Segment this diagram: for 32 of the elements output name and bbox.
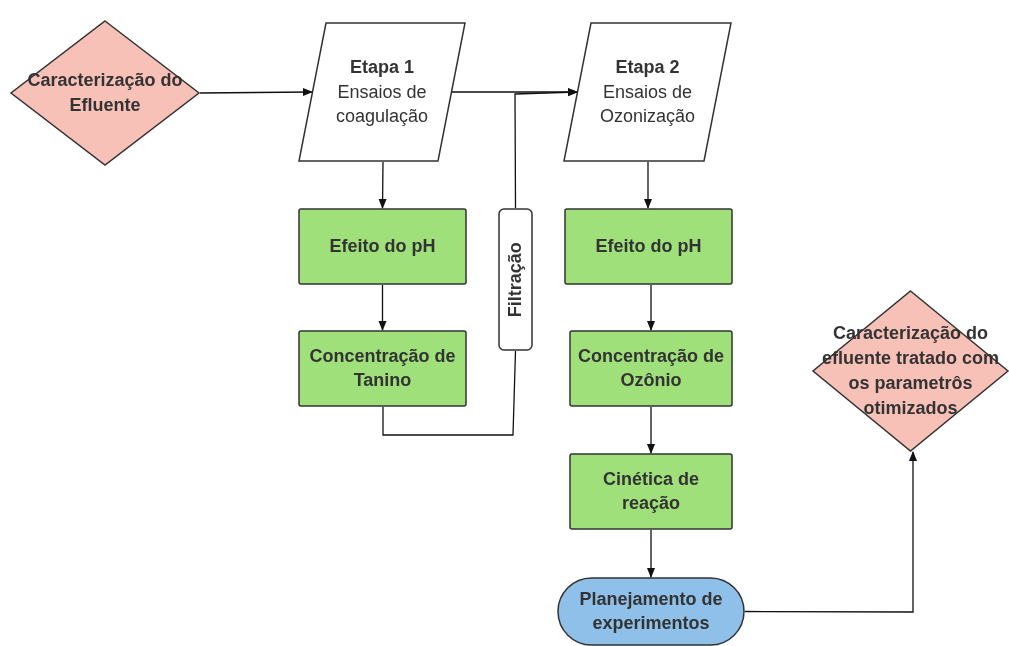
process-box: [298, 330, 467, 407]
process-box: [498, 208, 533, 351]
node-label: Planejamento de experimentos: [578, 588, 724, 635]
node-label: Ensaios de coagulação: [334, 81, 430, 128]
arrow: [199, 88, 313, 97]
arrow: [644, 161, 652, 209]
arrow: [378, 161, 387, 209]
arrow: [378, 284, 387, 331]
arrow: [514, 88, 578, 209]
node-label: Caracterização do Efluente: [26, 68, 184, 117]
node-label: Concentração de Ozônio: [576, 345, 725, 392]
node-label: Efeito do pH: [594, 234, 703, 258]
node-label: Cinética de reação: [602, 468, 700, 515]
node-label: Concentração de Tanino: [308, 345, 457, 392]
arrow: [744, 451, 917, 613]
process-box: [298, 208, 467, 285]
node-label: Filtração: [503, 242, 526, 317]
arrow: [647, 529, 655, 578]
parallelogram-box: [563, 22, 732, 162]
decision-diamond: [812, 290, 1009, 452]
parallelogram-box: [298, 22, 466, 162]
node-label: Efeito do pH: [328, 234, 437, 258]
decision-diamond: [10, 20, 200, 166]
arrow: [647, 284, 655, 331]
step-heading: Etapa 1: [349, 55, 415, 79]
process-box: [569, 453, 733, 530]
arrow: [647, 406, 655, 454]
process-box: [569, 330, 733, 407]
connector-line: [382, 350, 517, 436]
node-label: Ensaios de Ozonização: [598, 81, 697, 128]
step-heading: Etapa 2: [614, 55, 681, 79]
process-box: [564, 208, 733, 285]
